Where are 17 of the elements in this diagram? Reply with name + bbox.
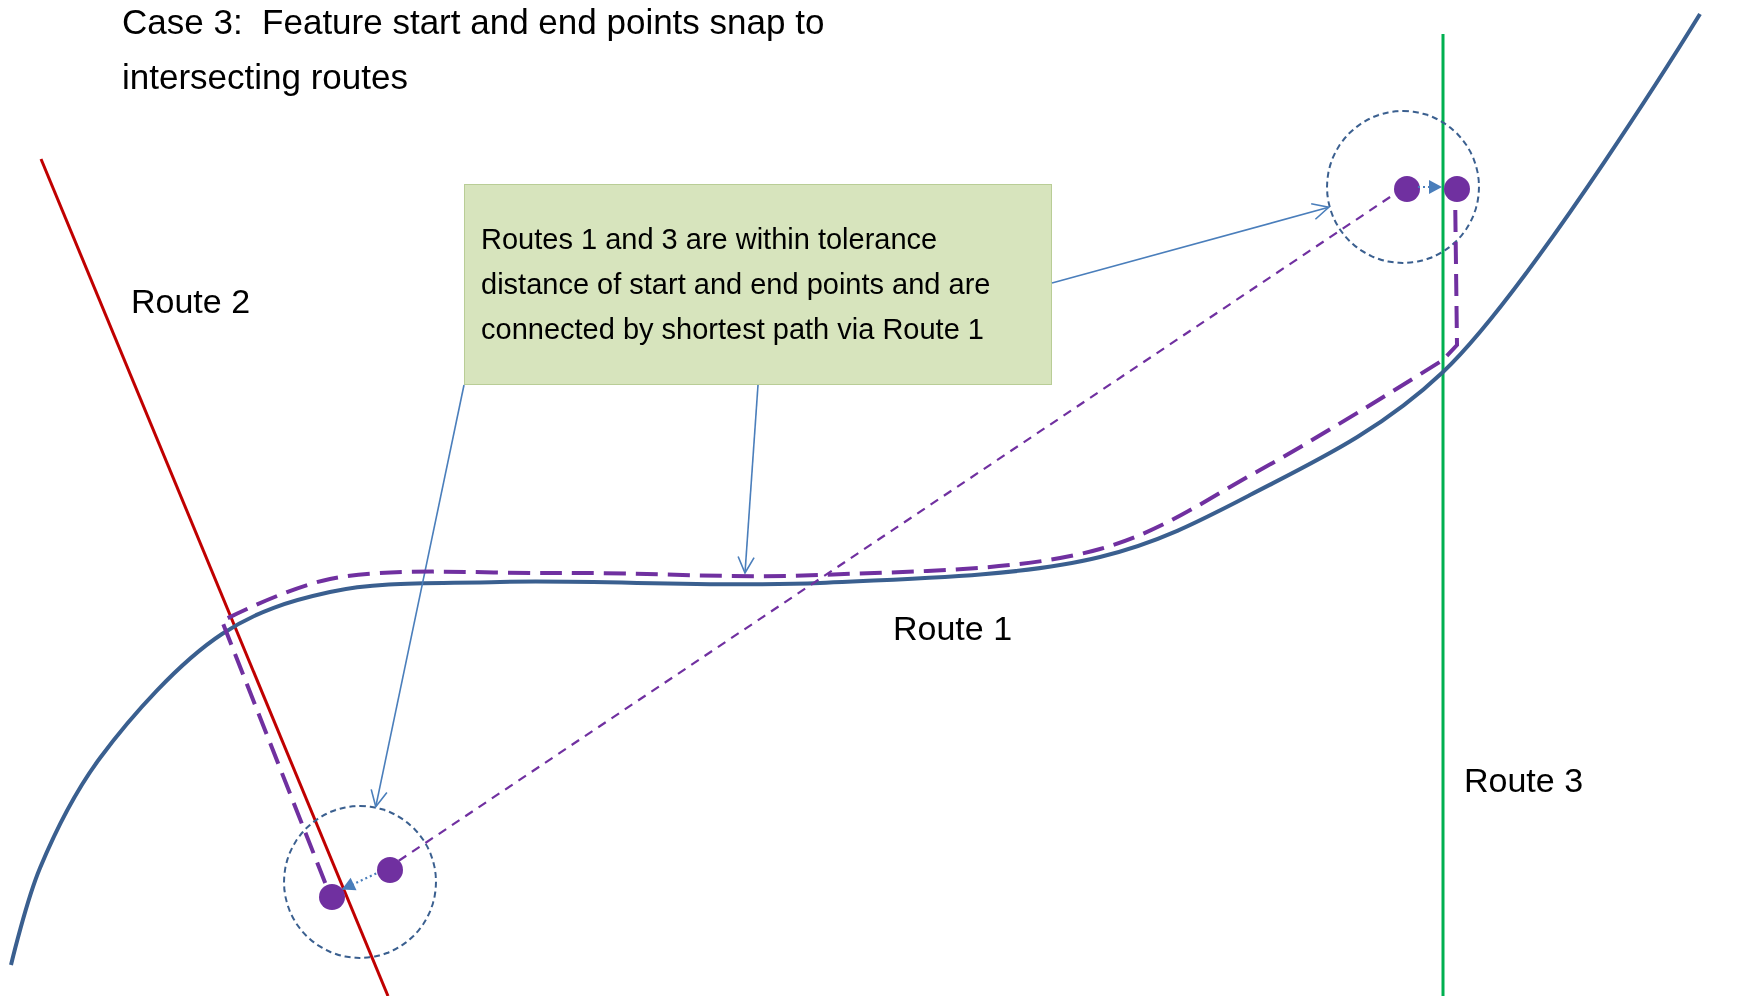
route-label: Route 1 xyxy=(893,609,1013,648)
arrow xyxy=(1418,180,1442,194)
callout-box xyxy=(464,184,1052,385)
point-marker xyxy=(1444,176,1470,202)
tolerance-circle xyxy=(283,805,437,959)
route-label: Route 2 xyxy=(131,282,251,321)
tolerance-circle xyxy=(1326,110,1480,264)
leader-arrow xyxy=(370,384,465,808)
point-marker xyxy=(377,857,403,883)
route-label: Route 3 xyxy=(1464,761,1584,800)
arrow xyxy=(341,872,377,891)
leader-arrow xyxy=(737,384,759,574)
point-marker xyxy=(319,884,345,910)
callout-text: Routes 1 and 3 are within tolerance distance of start and end points and are connected by shortest path via Route 1 xyxy=(481,222,992,347)
title: Case 3: Feature start and end points snap to intersecting routes xyxy=(122,1,826,98)
leader-arrow xyxy=(1051,203,1330,284)
point-marker xyxy=(1394,176,1420,202)
